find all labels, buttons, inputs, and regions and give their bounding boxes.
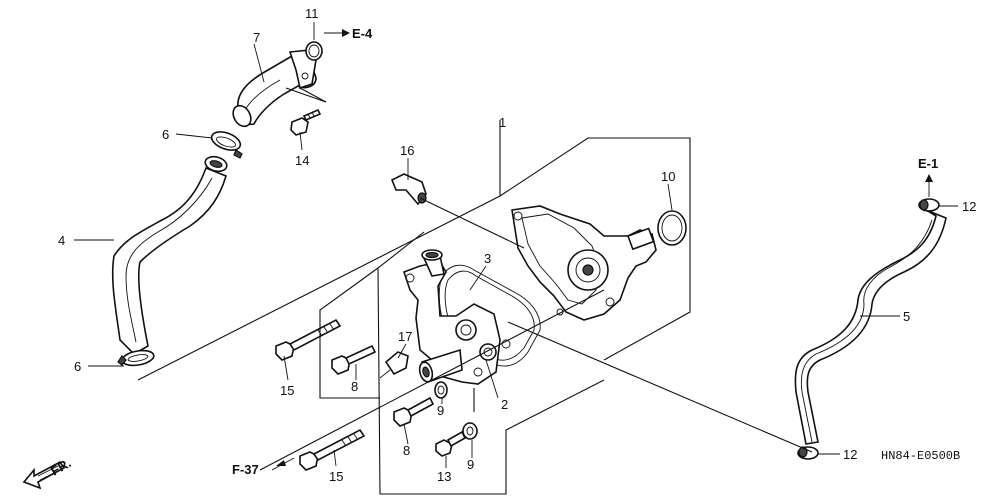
washer-9-lower (462, 422, 478, 440)
reference-e4: E-4 (352, 26, 373, 41)
bypass-hose-16 (390, 173, 427, 206)
callout-13: 13 (437, 469, 451, 484)
callout-15-upper: 15 (280, 383, 294, 398)
callout-11: 11 (305, 6, 319, 21)
arrow-e4 (324, 29, 350, 37)
callout-2: 2 (501, 397, 508, 412)
hose-clamp-upper (210, 131, 243, 159)
reference-f37: F-37 (232, 462, 259, 477)
exploded-view-lines (137, 87, 813, 495)
callout-3: 3 (484, 251, 491, 266)
arrow-e1 (925, 174, 933, 197)
callout-12-lower: 12 (843, 447, 857, 462)
housing-2 (402, 249, 511, 385)
callout-1: 1 (499, 115, 506, 130)
reference-e1: E-1 (918, 156, 938, 171)
callout-5: 5 (903, 309, 910, 324)
callout-4: 4 (58, 233, 65, 248)
bracket-17 (379, 351, 409, 379)
water-hose-lower (111, 155, 228, 355)
callout-12-upper: 12 (962, 199, 976, 214)
callout-17: 17 (398, 329, 412, 344)
bolt-8-lower (393, 396, 435, 427)
clip-12-upper (918, 198, 940, 212)
upper-water-pipe (232, 49, 317, 128)
long-bolt-15-upper (275, 318, 342, 361)
bolt-8-upper (331, 344, 377, 375)
o-ring-10 (657, 210, 687, 246)
hose-clamp-lower (117, 349, 155, 367)
washer-9-upper (434, 381, 448, 399)
callout-10: 10 (661, 169, 675, 184)
diagram-code: HN84-E0500B (881, 449, 960, 463)
o-ring-11 (305, 41, 323, 61)
leader-lines (74, 22, 958, 471)
water-pump-assembly (511, 205, 657, 321)
water-hose-5 (794, 209, 947, 445)
callout-8-lower: 8 (403, 443, 410, 458)
long-bolt-15-lower (299, 428, 366, 471)
callout-7: 7 (253, 30, 260, 45)
arrow-f37 (276, 460, 286, 466)
callout-14: 14 (295, 153, 309, 168)
callout-8-upper: 8 (351, 379, 358, 394)
bolt-14 (290, 108, 322, 136)
callout-6-upper: 6 (162, 127, 169, 142)
bolt-13 (435, 430, 467, 457)
callout-9-upper: 9 (437, 403, 444, 418)
callout-16: 16 (400, 143, 414, 158)
callout-9-lower: 9 (467, 457, 474, 472)
clip-12-lower (797, 446, 819, 460)
callout-6-lower: 6 (74, 359, 81, 374)
front-direction-arrow (22, 460, 66, 490)
callout-15-lower: 15 (329, 469, 343, 484)
